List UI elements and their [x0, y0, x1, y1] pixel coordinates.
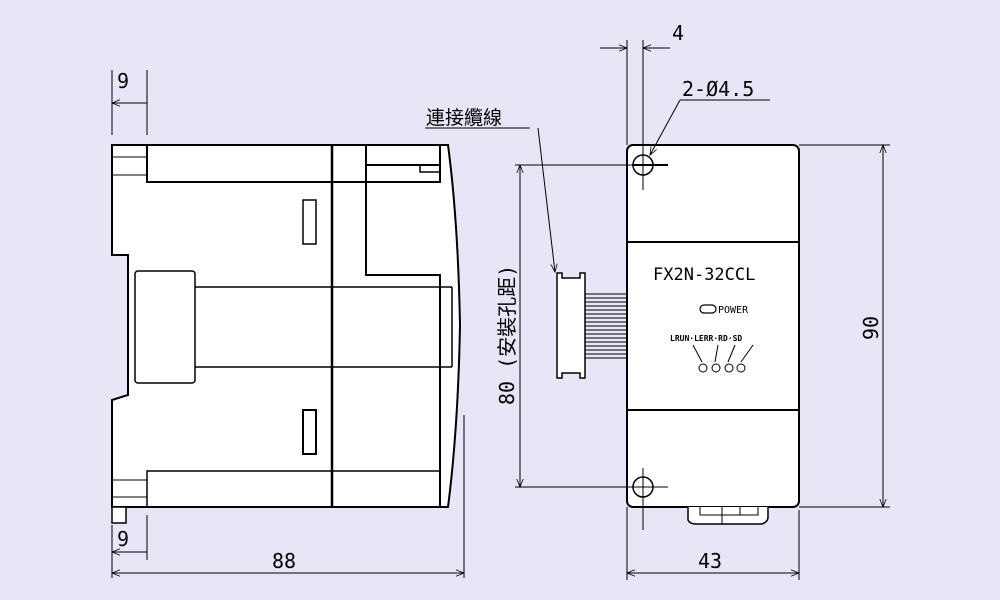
cable-label: 連接纜線	[426, 107, 502, 129]
dim-mount-pitch: 80 (安裝孔距)	[495, 265, 519, 405]
dim-top-9: 9	[117, 69, 129, 93]
side-slot-bottom	[302, 409, 317, 455]
side-connector	[134, 270, 196, 384]
front-view: FX2N-32CCL POWER LRUN·LERR·RD·SD 連接纜線	[425, 21, 890, 580]
dim-depth-88: 88	[272, 549, 296, 573]
side-view: 9 9 88	[111, 69, 464, 578]
power-led	[699, 304, 717, 314]
dim-bottom-9: 9	[117, 527, 129, 551]
front-view-outline	[626, 144, 800, 508]
model-label: FX2N-32CCL	[653, 265, 755, 285]
dim-width-43: 43	[698, 549, 722, 573]
ribbon-cable	[585, 293, 627, 359]
power-label: POWER	[718, 305, 749, 316]
status-led-labels: LRUN·LERR·RD·SD	[670, 334, 742, 343]
top-terminal-cover	[146, 144, 441, 183]
hole-spec: 2-Ø4.5	[682, 77, 754, 101]
side-view-outline	[111, 144, 462, 508]
dim-height-90: 90	[859, 316, 883, 340]
dim-hole-offset-4: 4	[672, 21, 684, 45]
status-leds	[692, 344, 754, 373]
side-slot-top	[302, 199, 317, 245]
cable-connector	[556, 272, 586, 379]
